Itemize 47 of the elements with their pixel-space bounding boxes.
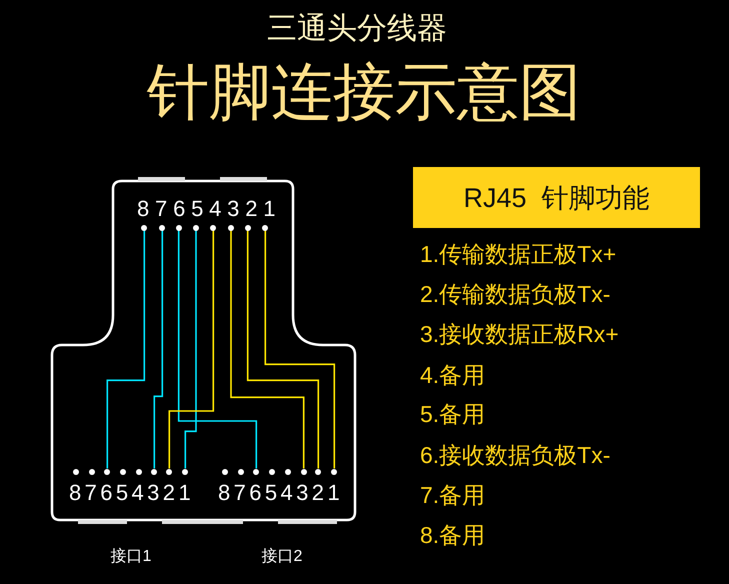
pin-dot — [136, 468, 142, 474]
subtitle: 三通头分线器 — [267, 14, 447, 44]
pin-function-item: 7.备用 — [420, 484, 486, 507]
wire — [168, 230, 214, 468]
pin-dot — [89, 468, 96, 474]
title: 针脚连接示意图 — [147, 62, 581, 124]
pin-dot — [244, 224, 251, 230]
pin-dot — [73, 468, 80, 474]
wire — [230, 230, 304, 468]
pin-dot — [210, 224, 216, 230]
pin-dot — [151, 468, 158, 474]
pin-dot — [238, 468, 244, 474]
pin-dot — [331, 468, 338, 474]
pin-numbers: 87654321 — [69, 482, 194, 504]
header-box: RJ45 针脚功能 — [413, 167, 700, 228]
pin-dot — [182, 468, 188, 474]
pin-numbers: 87654321 — [218, 482, 344, 504]
pin-dot — [120, 468, 126, 474]
pin-dot — [284, 468, 291, 474]
pin-dot — [315, 468, 322, 474]
port-label: 接口1 — [110, 549, 152, 565]
pin-function-item: 5.备用 — [420, 403, 486, 426]
pin-function-item: 3.接收数据正极Rx+ — [420, 323, 619, 346]
port-label: 接口2 — [262, 549, 302, 565]
pin-numbers: 87654321 — [137, 198, 282, 220]
pin-dot — [262, 224, 268, 230]
pin-dot — [166, 468, 172, 474]
wire — [184, 230, 197, 468]
wire — [106, 230, 146, 468]
pin-dot — [141, 224, 148, 230]
pin-dot — [159, 224, 166, 230]
wire — [264, 230, 336, 468]
pin-function-item: 1.传输数据正极Tx+ — [420, 243, 616, 266]
pin-function-item: 6.接收数据负极Tx- — [420, 444, 610, 467]
wire — [246, 230, 320, 468]
pin-dot — [253, 468, 260, 474]
pin-dot — [104, 468, 110, 474]
pin-dot — [300, 468, 307, 474]
pin-function-item: 8.备用 — [420, 524, 486, 547]
pin-function-item: 2.传输数据负极Tx- — [420, 283, 610, 306]
pin-dot — [176, 224, 182, 230]
pin-dot — [193, 224, 199, 230]
wire — [178, 230, 258, 468]
pin-dot — [268, 468, 275, 474]
pin-dot — [222, 468, 228, 474]
pin-dot — [228, 224, 234, 230]
pin-function-item: 4.备用 — [420, 364, 486, 387]
